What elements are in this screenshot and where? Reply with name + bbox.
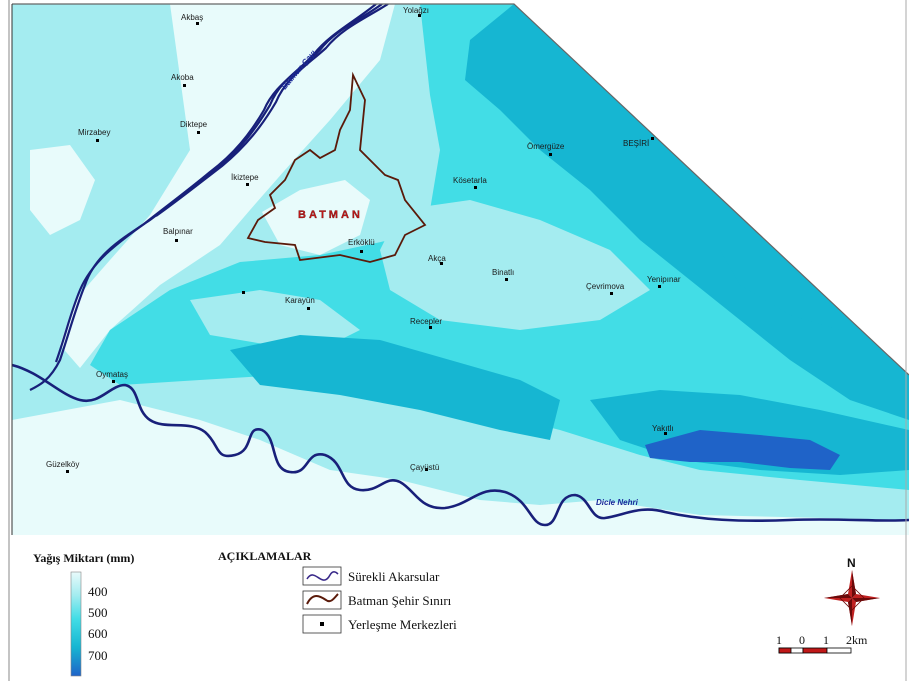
boundary-symbol bbox=[306, 593, 339, 605]
scale-tick-2km: 2km bbox=[846, 633, 868, 647]
city-boundary bbox=[246, 71, 427, 263]
svg-text:Yolağzı: Yolağzı bbox=[403, 6, 429, 15]
zone-below-400-north bbox=[60, 4, 395, 368]
legend-class-500: 500 bbox=[88, 605, 108, 620]
svg-text:Diktepe: Diktepe bbox=[180, 120, 208, 129]
settlement-symbol bbox=[320, 622, 324, 626]
settlement-oymatas: Oymataş bbox=[96, 370, 128, 383]
zone-below-400-center bbox=[262, 180, 370, 255]
settlement-akoba: Akoba bbox=[171, 73, 194, 87]
zone-below-400-west bbox=[30, 145, 95, 235]
svg-text:Çayüstü: Çayüstü bbox=[410, 463, 439, 472]
svg-text:Ömergüze: Ömergüze bbox=[527, 142, 565, 151]
legend-class-700: 700 bbox=[88, 648, 108, 663]
zone-400-pocket bbox=[380, 200, 650, 330]
svg-text:Çevrimova: Çevrimova bbox=[586, 282, 625, 291]
map-border bbox=[12, 3, 909, 376]
scale-tick-1b: 1 bbox=[823, 633, 829, 647]
north-arrow: N bbox=[824, 556, 880, 626]
svg-text:Akbaş: Akbaş bbox=[181, 13, 203, 22]
settlement-besiri: BEŞİRİ bbox=[623, 137, 654, 148]
explanations-legend: AÇIKLAMALAR Sürekli Akarsular Batman Şeh… bbox=[218, 549, 457, 634]
settlement-binatli: Binatlı bbox=[492, 268, 514, 281]
svg-text:Oymataş: Oymataş bbox=[96, 370, 128, 379]
svg-text:Yakıtlı: Yakıtlı bbox=[652, 424, 674, 433]
settlements: Akbaş Yolağzı Akoba Mirzabey Diktepe İki… bbox=[46, 6, 681, 473]
svg-text:Güzelköy: Güzelköy bbox=[46, 460, 79, 469]
zone-700 bbox=[645, 430, 840, 470]
settlement-kosetarla: Kösetarla bbox=[453, 176, 487, 189]
north-label: N bbox=[847, 556, 856, 570]
legend-streams-label: Sürekli Akarsular bbox=[348, 569, 440, 584]
svg-text:Kösetarla: Kösetarla bbox=[453, 176, 487, 185]
settlement-cayustu: Çayüstü bbox=[410, 463, 439, 472]
scale-bar: 1 0 1 2km bbox=[776, 633, 868, 654]
svg-text:Yenipınar: Yenipınar bbox=[647, 275, 681, 284]
settlement-erkoklu: Erköklü bbox=[348, 238, 375, 253]
settlement-cevrimova: Çevrimova bbox=[586, 282, 625, 295]
settlement-ikiztepe: İkiztepe bbox=[231, 173, 259, 186]
svg-text:Akça: Akça bbox=[428, 254, 446, 263]
rainfall-color-ramp bbox=[70, 571, 82, 677]
settlement-akca: Akça bbox=[428, 254, 446, 265]
zone-below-400-south bbox=[12, 400, 909, 535]
settlement-balpinar: Balpınar bbox=[163, 227, 193, 242]
svg-text:BEŞİRİ: BEŞİRİ bbox=[623, 139, 649, 148]
svg-text:Balpınar: Balpınar bbox=[163, 227, 193, 236]
batman-river bbox=[29, 4, 389, 391]
svg-text:İkiztepe: İkiztepe bbox=[231, 173, 259, 182]
rainfall-legend: Yağış Miktarı (mm) 400 500 600 700 bbox=[33, 551, 134, 677]
explanations-title: AÇIKLAMALAR bbox=[218, 549, 312, 563]
stream-symbol bbox=[306, 571, 339, 581]
svg-text:Karayün: Karayün bbox=[285, 296, 315, 305]
zone-400-pocket-2 bbox=[190, 290, 360, 345]
settlement-unnamed bbox=[242, 291, 245, 294]
legend-boundary-label: Batman Şehir Sınırı bbox=[348, 593, 452, 608]
settlement-yakitli: Yakıtlı bbox=[652, 424, 674, 435]
zone-600-east-strip bbox=[720, 250, 840, 330]
legend-class-400: 400 bbox=[88, 584, 108, 599]
svg-text:Akoba: Akoba bbox=[171, 73, 194, 82]
dicle-river bbox=[12, 363, 909, 527]
legend-settlements-label: Yerleşme Merkezleri bbox=[348, 617, 457, 632]
settlement-guzelkoy: Güzelköy bbox=[46, 460, 79, 473]
legend-class-600: 600 bbox=[88, 626, 108, 641]
settlement-diktepe: Diktepe bbox=[180, 120, 208, 134]
rainfall-legend-title: Yağış Miktarı (mm) bbox=[33, 551, 134, 565]
settlement-yolagzi: Yolağzı bbox=[403, 6, 429, 17]
settlement-mirzabey: Mirzabey bbox=[78, 128, 110, 142]
settlement-recepler: Recepler bbox=[410, 317, 442, 329]
svg-text:Binatlı: Binatlı bbox=[492, 268, 514, 277]
dicle-river-label: Dicle Nehri bbox=[596, 498, 639, 507]
svg-text:Erköklü: Erköklü bbox=[348, 238, 375, 247]
zone-600-middle bbox=[230, 335, 560, 440]
scale-tick-0: 0 bbox=[799, 633, 805, 647]
city-label: BATMAN bbox=[298, 209, 363, 221]
settlement-yenipinar: Yenipınar bbox=[647, 275, 681, 288]
settlement-omerguze: Ömergüze bbox=[527, 142, 565, 156]
svg-text:Recepler: Recepler bbox=[410, 317, 442, 326]
scale-tick-1: 1 bbox=[776, 633, 782, 647]
svg-text:Mirzabey: Mirzabey bbox=[78, 128, 110, 137]
settlement-karayun: Karayün bbox=[285, 296, 315, 310]
settlement-akbas: Akbaş bbox=[181, 13, 203, 25]
